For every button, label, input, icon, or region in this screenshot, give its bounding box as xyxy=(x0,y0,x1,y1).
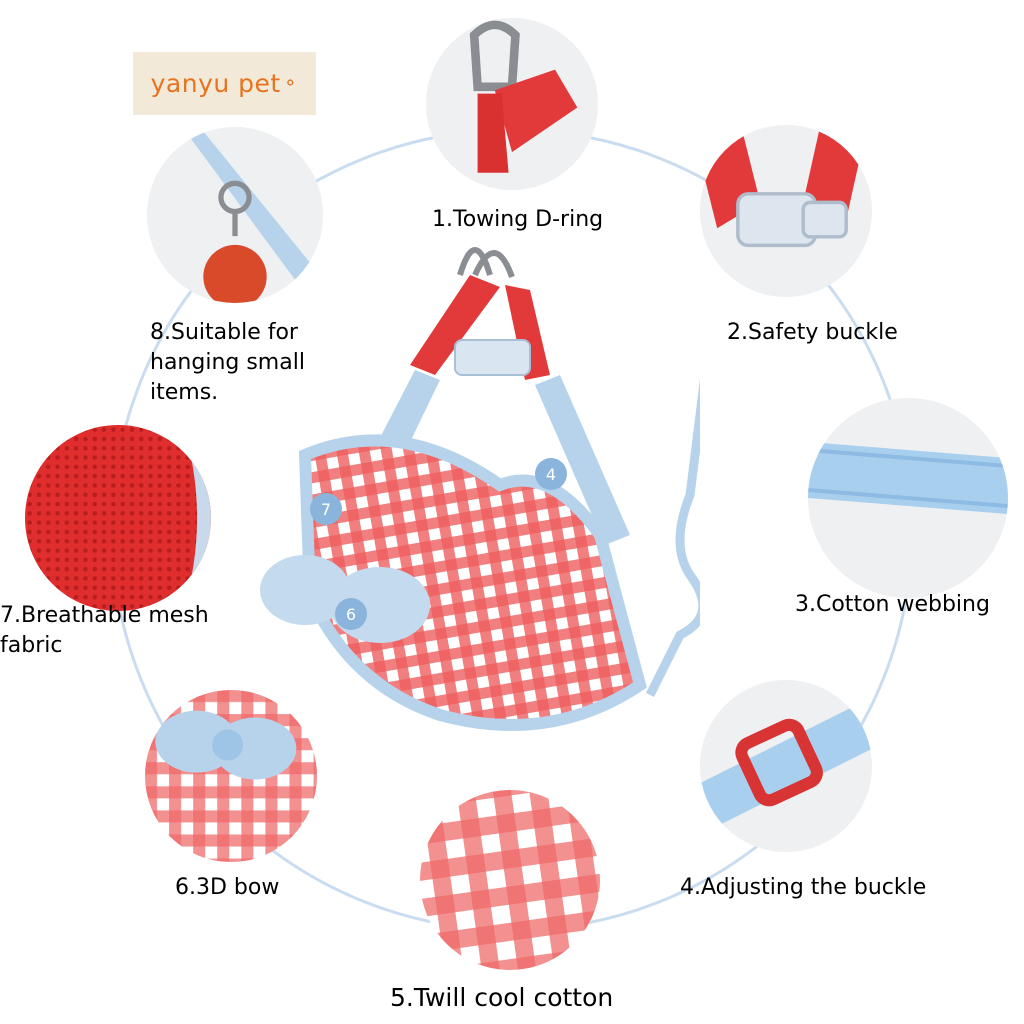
feature-label-twill-cotton: 5.Twill cool cotton xyxy=(390,983,614,1012)
marker-6: 6 xyxy=(335,598,367,630)
feature-image-d-ring xyxy=(426,18,598,190)
adjust-buckle-icon xyxy=(700,680,872,852)
feature-label-d-ring: 1.Towing D-ring xyxy=(432,207,604,232)
bow-icon xyxy=(145,690,317,862)
buckle-icon xyxy=(700,125,872,297)
feature-label-adjusting-buckle: 4.Adjusting the buckle xyxy=(680,875,927,900)
paw-icon: ⚬ xyxy=(282,73,299,94)
feature-image-mesh-fabric xyxy=(25,425,211,611)
feature-label-mesh-fabric-line2: fabric xyxy=(0,633,63,658)
feature-label-3d-bow: 6.3D bow xyxy=(175,875,280,900)
feature-image-adjusting-buckle xyxy=(700,680,872,852)
hanging-ring-icon xyxy=(147,127,323,303)
d-ring-icon xyxy=(426,18,598,190)
feature-image-hanging-ring xyxy=(147,127,323,303)
marker-4-label: 4 xyxy=(545,464,557,484)
feature-label-mesh-fabric: 7.Breathable mesh fabric xyxy=(0,601,209,661)
feature-label-safety-buckle: 2.Safety buckle xyxy=(727,320,898,345)
feature-label-cotton-webbing: 3.Cotton webbing xyxy=(795,592,990,617)
mesh-icon xyxy=(25,425,211,611)
gingham-icon xyxy=(420,790,600,970)
feature-image-safety-buckle xyxy=(700,125,872,297)
feature-image-3d-bow xyxy=(145,690,317,862)
marker-4: 4 xyxy=(535,458,567,490)
marker-7-label: 7 xyxy=(320,499,332,519)
feature-label-hanging-items: 8.Suitable for hanging small items. xyxy=(150,318,305,408)
feature-image-cotton-webbing xyxy=(808,398,1008,598)
harness-icon xyxy=(260,247,715,731)
webbing-icon xyxy=(808,398,1008,598)
marker-6-label: 6 xyxy=(345,604,357,624)
brand-logo-text: yanyu pet xyxy=(150,69,281,98)
feature-label-hanging-items-line1: 8.Suitable for xyxy=(150,320,298,345)
feature-label-hanging-items-line3: items. xyxy=(150,380,219,405)
harness-product-image: 7 4 6 xyxy=(250,215,715,745)
feature-image-twill-cotton xyxy=(420,790,600,970)
brand-logo: yanyu pet ⚬ xyxy=(133,52,316,115)
marker-7: 7 xyxy=(310,493,342,525)
feature-label-hanging-items-line2: hanging small xyxy=(150,350,305,375)
feature-label-mesh-fabric-line1: 7.Breathable mesh xyxy=(0,603,209,628)
